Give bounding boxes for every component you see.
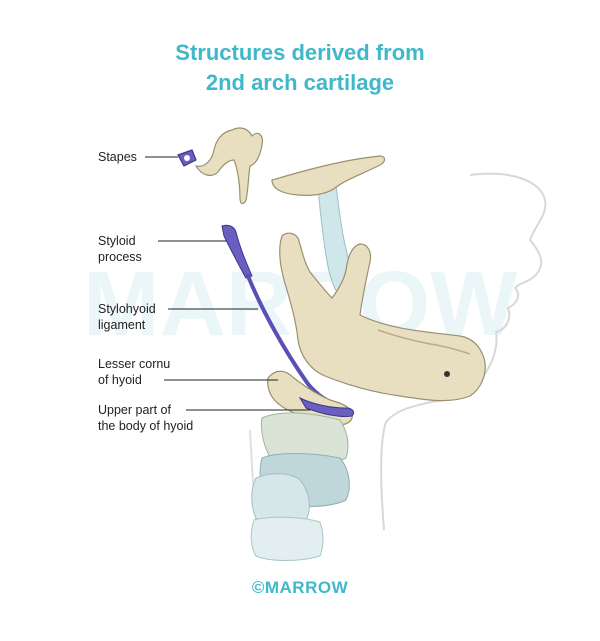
diagram-title: Structures derived from 2nd arch cartila… <box>0 38 600 98</box>
styloid-process-label: Styloid process <box>98 233 142 265</box>
hyoid-highlight <box>298 396 355 417</box>
trachea-upper <box>250 516 324 561</box>
lesser-cornu-label-line-1: Lesser cornu <box>98 357 171 371</box>
stylohyoid-label-line-1: Stylohyoid <box>98 302 156 316</box>
face-profile-outline <box>380 172 547 531</box>
lesser-cornu-label-line-2: of hyoid <box>98 373 142 387</box>
styloid-label-line-1: Styloid <box>98 234 136 248</box>
stapes-label-text: Stapes <box>98 150 137 164</box>
sphenoid-process <box>271 155 386 196</box>
upper-body-label-line-1: Upper part of <box>98 403 171 417</box>
mental-foramen <box>444 371 450 377</box>
brand-footer: ©MARROW <box>251 578 349 597</box>
title-line-2: 2nd arch cartilage <box>205 70 395 95</box>
mandible-bone <box>279 232 486 402</box>
stapes-bone <box>177 149 197 167</box>
thyroid-cartilage <box>261 412 349 465</box>
mandible-teeth-ridge <box>377 329 471 355</box>
stapes-label: Stapes <box>98 149 137 165</box>
lesser-cornu-label: Lesser cornu of hyoid <box>98 356 170 388</box>
incus-malleus-bones <box>194 127 263 205</box>
upper-body-hyoid-label: Upper part of the body of hyoid <box>98 402 193 434</box>
leader-lines <box>145 156 310 411</box>
styloid-label-line-2: process <box>98 250 142 264</box>
stylohyoid-ligament-label: Stylohyoid ligament <box>98 301 156 333</box>
upper-body-label-line-2: the body of hyoid <box>98 419 194 433</box>
styloid-process-shape <box>221 224 253 279</box>
stylohyoid-label-line-2: ligament <box>98 318 146 332</box>
title-line-1: Structures derived from <box>175 40 425 65</box>
